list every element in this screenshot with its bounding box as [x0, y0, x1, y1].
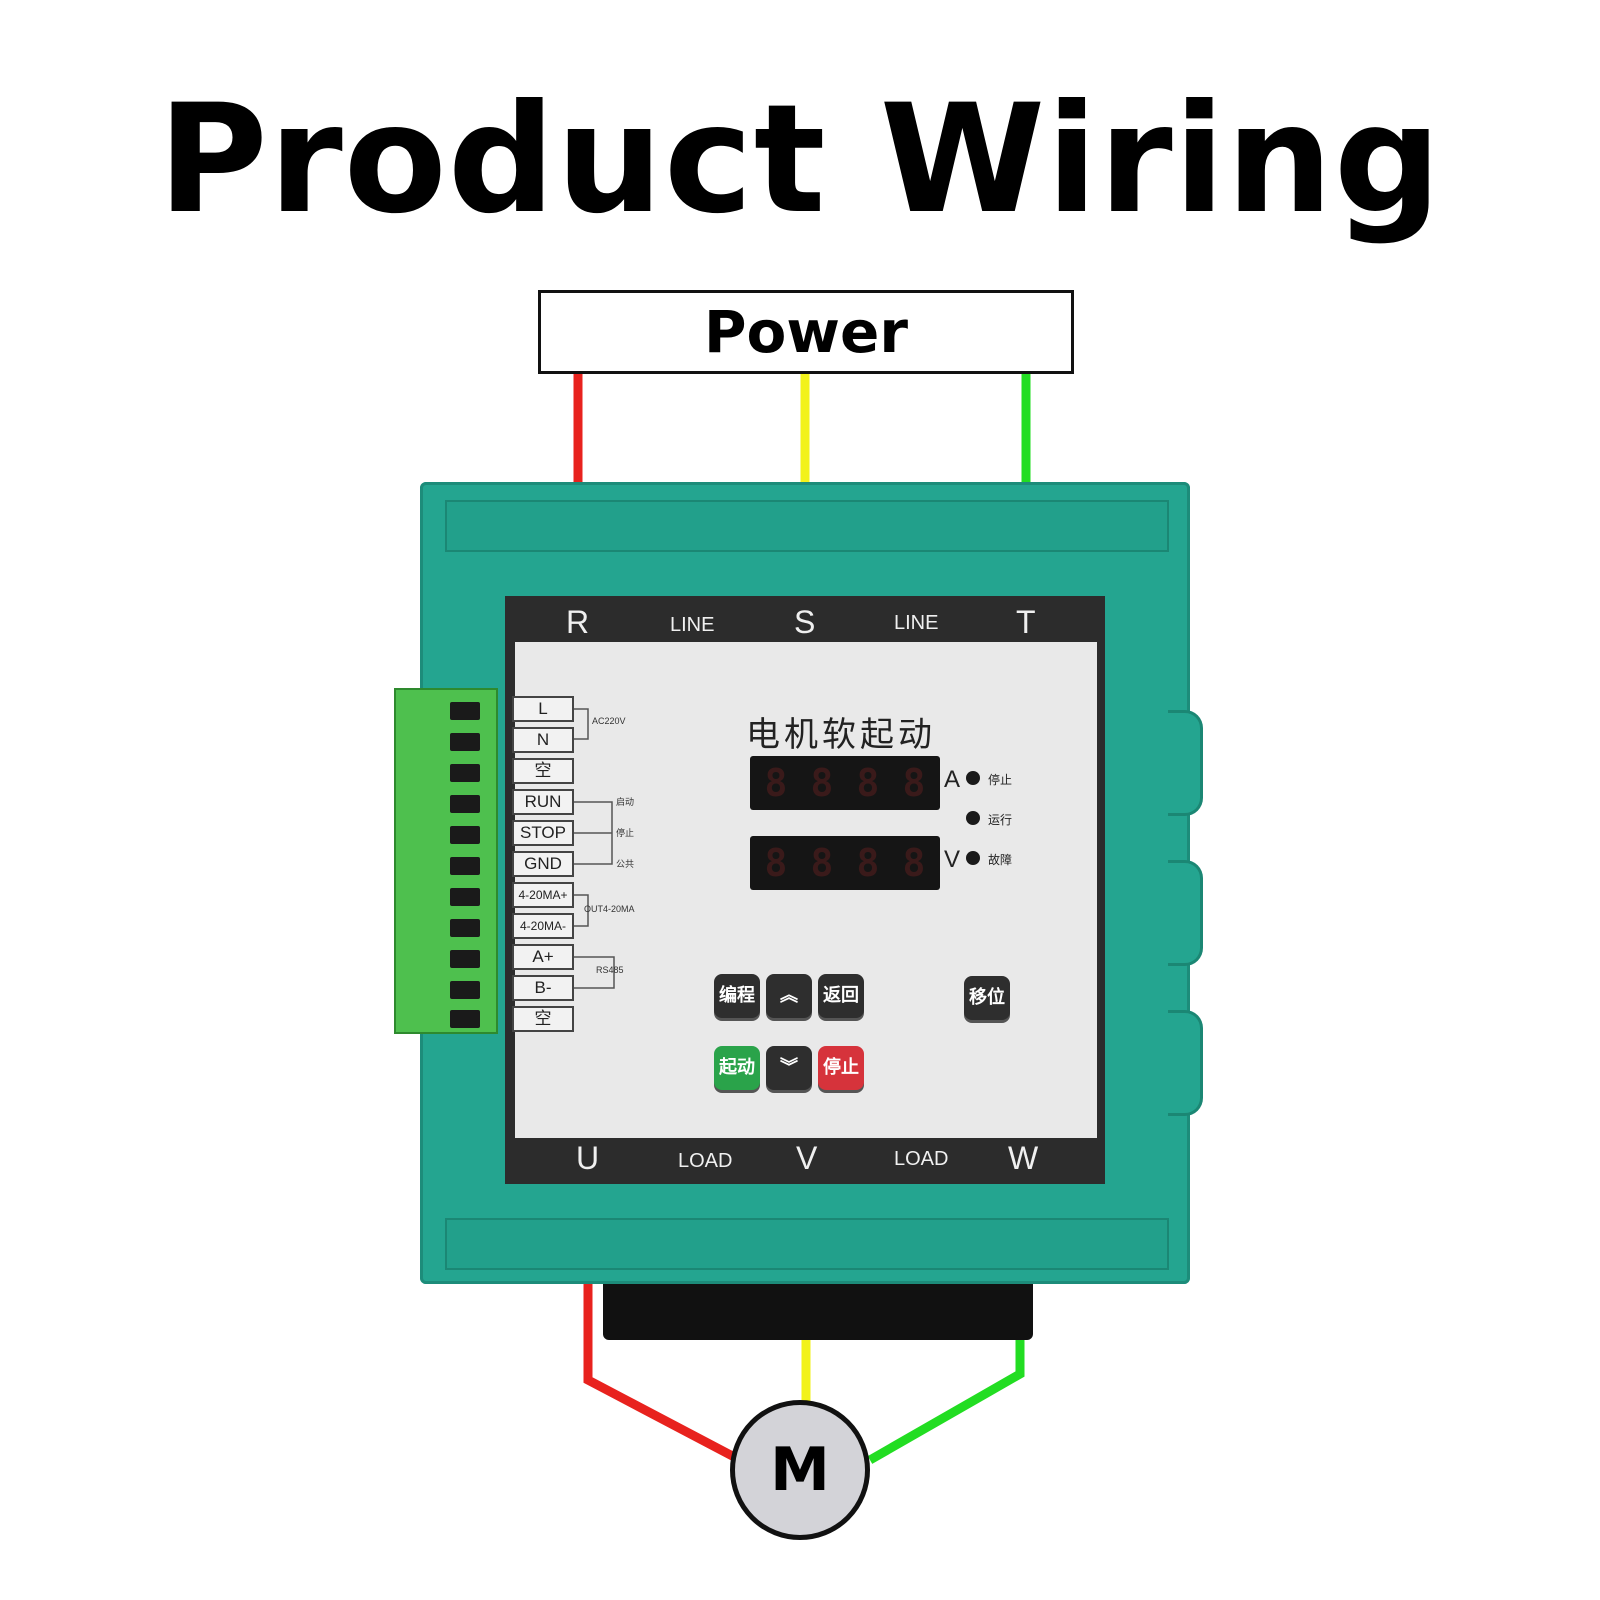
note-rs485: RS485	[596, 965, 624, 975]
unit-a: A	[944, 766, 961, 793]
unit-v: V	[944, 846, 961, 873]
page-title: Product Wiring	[157, 73, 1443, 247]
terminal-label-4-20ma-minus: 4-20MA-	[512, 913, 574, 939]
terminal-label-gnd: GND	[512, 851, 574, 877]
housing-top-rail	[445, 500, 1169, 552]
back-button[interactable]: 返回	[818, 974, 864, 1018]
stop-indicator-label: 停止	[988, 773, 1013, 787]
down-button[interactable]: ︾	[766, 1046, 812, 1090]
terminal-s: S	[794, 604, 816, 640]
terminal-screw	[450, 981, 480, 999]
panel-title: 电机软起动	[746, 715, 936, 755]
terminal-label-b-minus: B-	[512, 975, 574, 1001]
fault-indicator-led	[966, 851, 980, 865]
terminal-screw	[450, 733, 480, 751]
load-label: LOAD	[894, 1148, 949, 1170]
note-ac220v: AC220V	[592, 716, 626, 726]
line-label: LINE	[894, 612, 939, 634]
terminal-label-4-20ma-plus: 4-20MA+	[512, 882, 574, 908]
line-label: LINE	[670, 614, 715, 636]
fault-indicator-label: 故障	[988, 853, 1013, 867]
note-start: 启动	[616, 797, 635, 807]
stop-indicator-led	[966, 771, 980, 785]
note-common: 公共	[616, 859, 635, 869]
note-stop: 停止	[616, 828, 635, 838]
housing-side-tab	[1168, 860, 1203, 966]
terminal-label-a-plus: A+	[512, 944, 574, 970]
terminal-screw	[450, 919, 480, 937]
terminal-label-n: N	[512, 727, 574, 753]
terminal-label-run: RUN	[512, 789, 574, 815]
terminal-label-stop: STOP	[512, 820, 574, 846]
terminal-screw	[450, 888, 480, 906]
terminal-label-l: L	[512, 696, 574, 722]
housing-bottom-rail	[445, 1218, 1169, 1270]
terminal-t: T	[1016, 604, 1036, 640]
terminal-label-empty: 空	[512, 758, 574, 784]
terminal-screw	[450, 826, 480, 844]
start-button[interactable]: 起动	[714, 1046, 760, 1090]
terminal-screw	[450, 764, 480, 782]
terminal-v: V	[796, 1140, 818, 1176]
terminal-w: W	[1008, 1140, 1039, 1176]
terminal-screw	[450, 950, 480, 968]
housing-side-tab	[1168, 1010, 1203, 1116]
terminal-screw	[450, 795, 480, 813]
load-label: LOAD	[678, 1150, 733, 1172]
stop-button[interactable]: 停止	[818, 1046, 864, 1090]
power-source-box: Power	[538, 290, 1074, 374]
terminal-screw	[450, 1010, 480, 1028]
run-indicator-led	[966, 811, 980, 825]
terminal-screw	[450, 857, 480, 875]
up-button[interactable]: ︽	[766, 974, 812, 1018]
control-terminal-block	[394, 688, 498, 1034]
motor-symbol: M	[730, 1400, 870, 1540]
terminal-u: U	[576, 1140, 600, 1176]
program-button[interactable]: 编程	[714, 974, 760, 1018]
terminal-r: R	[566, 604, 590, 640]
housing-side-tab	[1168, 710, 1203, 816]
shift-button[interactable]: 移位	[964, 976, 1010, 1020]
note-out-4-20ma: OUT4-20MA	[584, 904, 635, 914]
run-indicator-label: 运行	[988, 813, 1013, 827]
terminal-label-empty: 空	[512, 1006, 574, 1032]
terminal-screw	[450, 702, 480, 720]
